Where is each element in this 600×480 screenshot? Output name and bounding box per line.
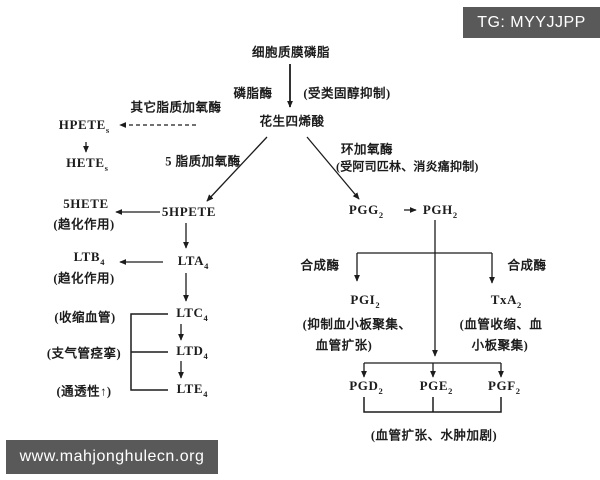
compound-sub: s bbox=[105, 124, 110, 135]
compound-sub: 4 bbox=[204, 260, 209, 271]
label-synthase-left: 合成酶 bbox=[300, 258, 340, 273]
compound-base: LTB bbox=[73, 249, 101, 265]
compound-base: HETE bbox=[66, 155, 105, 171]
label-bronchospasm: (支气管痉挛) bbox=[46, 346, 122, 361]
node-pgg2: PGG2 bbox=[349, 202, 383, 220]
label-other-lipoxygenase: 其它脂质加氧酶 bbox=[130, 100, 222, 115]
compound-base: PGI bbox=[350, 292, 376, 308]
label-cyclooxygenase: 环加氧酶 bbox=[341, 142, 394, 157]
compound-sub: s bbox=[104, 162, 108, 173]
label-synthase-right: 合成酶 bbox=[507, 258, 547, 273]
compound-sub: 4 bbox=[100, 256, 105, 267]
label-permeability: (通透性↑) bbox=[56, 384, 112, 399]
watermark-tg-badge: TG: MYYJJPP bbox=[463, 7, 600, 38]
compound-base: LTA bbox=[177, 253, 205, 269]
label-aspirin-inhibition: (受阿司匹林、消炎痛抑制) bbox=[336, 159, 479, 174]
label-bottom-effect: (血管扩张、水肿加剧) bbox=[370, 428, 498, 443]
label-txa2-effect-1: (血管收缩、血 bbox=[459, 317, 543, 332]
node-lte4: LTE4 bbox=[177, 381, 208, 399]
label-pgi2-effect-1: (抑制血小板聚集、 bbox=[302, 317, 412, 332]
label-steroid-inhibition: (受类固醇抑制) bbox=[303, 86, 391, 101]
node-5hpete: 5HPETE bbox=[161, 204, 217, 219]
compound-base: PGE bbox=[419, 378, 449, 394]
node-ltc4: LTC4 bbox=[176, 305, 208, 323]
compound-base: PGF bbox=[487, 378, 516, 394]
compound-base: LTD bbox=[176, 343, 204, 359]
node-pgd2: PGD2 bbox=[349, 378, 383, 396]
node-ltd4: LTD4 bbox=[176, 343, 208, 361]
compound-sub: 2 bbox=[452, 209, 458, 220]
label-txa2-effect-2: 小板聚集) bbox=[471, 338, 529, 353]
node-hetes: HETEs bbox=[66, 155, 108, 173]
compound-sub: 2 bbox=[515, 385, 521, 396]
watermark-site-badge: www.mahjonghulecn.org bbox=[6, 440, 218, 474]
arrow-aa-to-pgg2 bbox=[306, 136, 360, 200]
bracket-pg-effects bbox=[363, 397, 502, 413]
label-chemotaxis-ltb4: (趋化作用) bbox=[53, 271, 115, 286]
compound-base: PGG bbox=[348, 202, 379, 218]
compound-sub: 2 bbox=[517, 299, 522, 310]
node-arachidonic-acid: 花生四烯酸 bbox=[259, 114, 325, 129]
compound-base: PGD bbox=[349, 378, 379, 394]
node-pgi2: PGI2 bbox=[350, 292, 379, 310]
label-phospholipase: 磷脂酶 bbox=[233, 86, 273, 101]
node-hpetes: HPETEs bbox=[59, 117, 109, 135]
compound-sub: 4 bbox=[203, 312, 208, 323]
label-chemotaxis-5hete: (趋化作用) bbox=[53, 217, 115, 232]
compound-base: HPETE bbox=[58, 117, 106, 133]
compound-base: LTC bbox=[176, 305, 204, 321]
node-txa2: TxA2 bbox=[491, 292, 522, 310]
label-pgi2-effect-2: 血管扩张) bbox=[315, 338, 373, 353]
compound-sub: 2 bbox=[378, 209, 384, 220]
bracket-leukotriene-effects bbox=[130, 313, 168, 391]
label-vasoconstriction: (收缩血管) bbox=[54, 310, 116, 325]
compound-sub: 4 bbox=[203, 388, 208, 399]
compound-base: PGH bbox=[422, 202, 453, 218]
node-ltb4: LTB4 bbox=[74, 249, 105, 267]
node-pgh2: PGH2 bbox=[423, 202, 457, 220]
label-5-lipoxygenase: 5 脂质加氧酶 bbox=[165, 154, 241, 169]
compound-sub: 4 bbox=[203, 350, 208, 361]
node-pge2: PGE2 bbox=[420, 378, 453, 396]
arrow-aa-to-5hpete bbox=[206, 136, 268, 202]
node-pgf2: PGF2 bbox=[488, 378, 520, 396]
compound-base: LTE bbox=[176, 381, 204, 397]
compound-sub: 2 bbox=[378, 385, 383, 396]
compound-base: TxA bbox=[490, 292, 518, 308]
node-lta4: LTA4 bbox=[178, 253, 209, 271]
node-membrane-phospholipid: 细胞质膜磷脂 bbox=[251, 45, 331, 60]
node-5hete: 5HETE bbox=[63, 196, 109, 211]
compound-sub: 2 bbox=[375, 299, 380, 310]
compound-sub: 2 bbox=[448, 385, 453, 396]
